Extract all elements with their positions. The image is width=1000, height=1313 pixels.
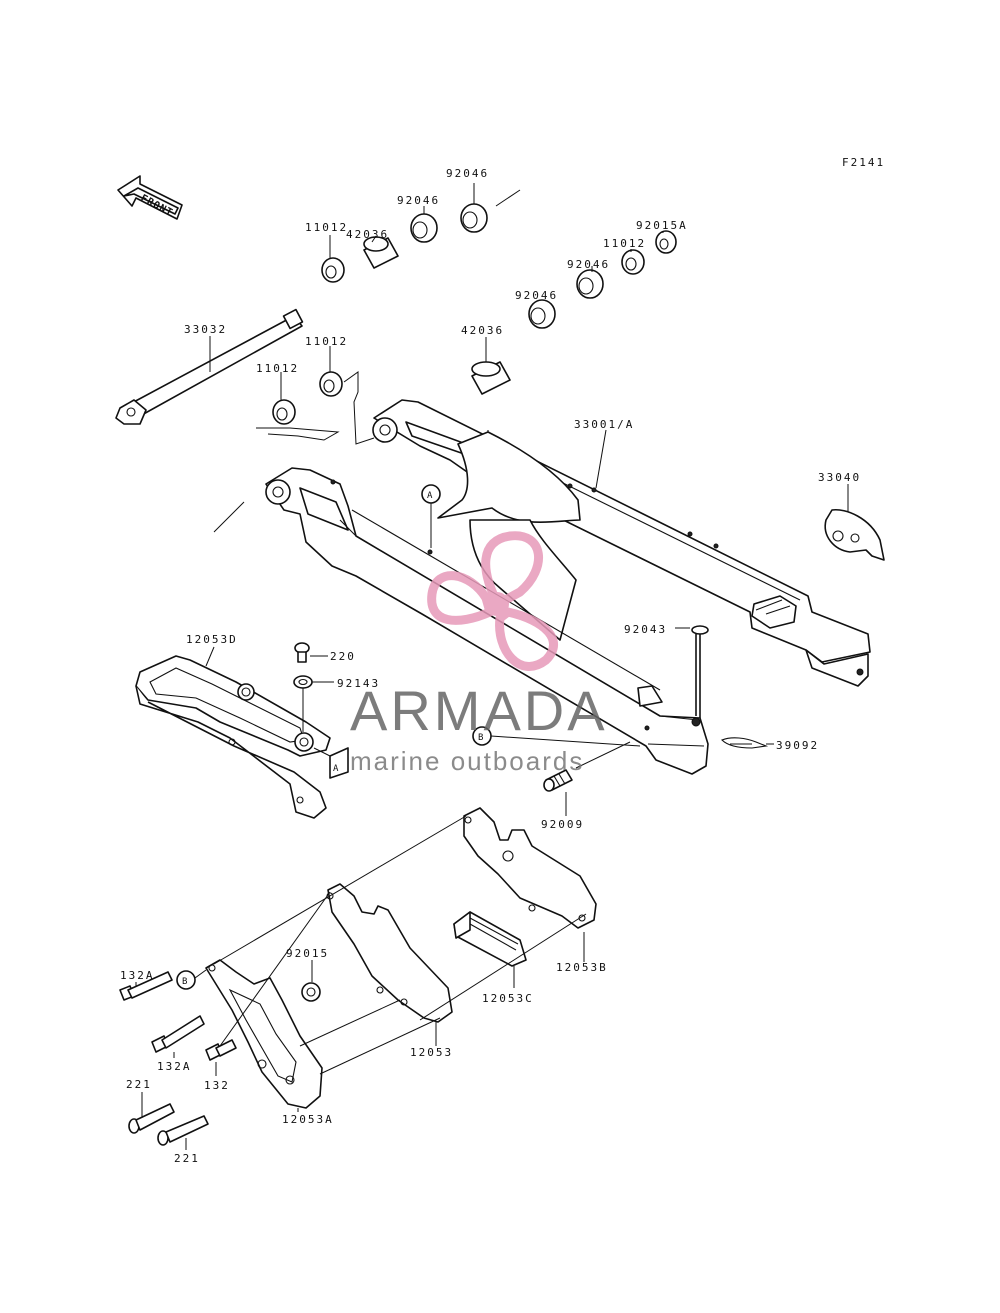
seal-11012-upper	[321, 257, 345, 283]
label-92043: 92043	[624, 623, 667, 636]
label-92046-b: 92046	[397, 194, 440, 207]
bolt-132A-upper	[119, 971, 173, 1001]
label-92046-d: 92046	[515, 289, 558, 302]
pivot-shaft-33032	[115, 308, 304, 425]
label-42036-b: 42036	[461, 324, 504, 337]
wear-block-12053C	[453, 911, 527, 967]
callout-b-upper: B	[472, 726, 641, 747]
collar-92143	[293, 675, 313, 689]
guide-plate-12053A	[205, 959, 323, 1109]
label-92015A: 92015A	[636, 219, 688, 232]
armada-watermark: ARMADA marine outboards	[350, 531, 608, 776]
label-12053D: 12053D	[186, 633, 238, 646]
seal-11012-right	[621, 249, 645, 275]
label-92046-c: 92046	[567, 258, 610, 271]
callout-b-lower: B	[176, 969, 207, 990]
stud-92009	[543, 769, 573, 792]
label-12053B: 12053B	[556, 961, 608, 974]
bearing-92046-right-lower	[528, 299, 556, 329]
label-221-b: 221	[174, 1152, 200, 1165]
bearing-92046-right-upper	[576, 269, 604, 299]
bolt-221-upper	[128, 1103, 175, 1134]
label-132: 132	[204, 1079, 230, 1092]
label-132A-a: 132A	[120, 969, 155, 982]
label-92009: 92009	[541, 818, 584, 831]
label-11012-a: 11012	[305, 221, 348, 234]
clip-39092	[721, 737, 769, 749]
watermark-tagline: marine outboards	[350, 746, 584, 776]
propeller-logo-icon	[427, 531, 558, 671]
label-33040: 33040	[818, 471, 861, 484]
callout-a-lower: A	[313, 747, 349, 779]
label-42036-a: 42036	[346, 228, 389, 241]
pin-92043	[691, 625, 709, 718]
label-92015: 92015	[286, 947, 329, 960]
label-11012-c: 11012	[305, 335, 348, 348]
label-12053: 12053	[410, 1046, 453, 1059]
label-11012-d: 11012	[256, 362, 299, 375]
seal-11012-middle	[319, 371, 343, 397]
label-220: 220	[330, 650, 356, 663]
svg-text:A: A	[333, 764, 339, 774]
bolt-221-lower	[157, 1115, 209, 1146]
svg-text:A: A	[427, 491, 433, 501]
spacer-42036-upper	[363, 236, 399, 269]
label-12053A: 12053A	[282, 1113, 334, 1126]
label-33001A: 33001/A	[574, 418, 634, 431]
watermark-brand: ARMADA	[350, 679, 608, 742]
bearing-92046-second	[410, 213, 438, 243]
diagram-code: F2141	[842, 156, 885, 169]
label-221-a: 221	[126, 1078, 152, 1091]
label-132A-b: 132A	[157, 1060, 192, 1073]
label-92143: 92143	[337, 677, 380, 690]
nut-92015	[301, 982, 321, 1002]
swingarm-33001A	[265, 399, 871, 775]
nut-92015A	[655, 230, 677, 254]
label-33032: 33032	[184, 323, 227, 336]
svg-text:B: B	[182, 977, 187, 987]
chain-slider-12053D	[135, 655, 331, 819]
label-39092: 39092	[776, 739, 819, 752]
label-11012-b: 11012	[603, 237, 646, 250]
label-12053C: 12053C	[482, 992, 534, 1005]
bearing-92046-top	[460, 203, 488, 233]
svg-text:B: B	[478, 733, 483, 743]
spacer-42036-lower	[471, 361, 511, 395]
bolt-220	[294, 642, 310, 663]
front-arrow-icon: FRONT	[117, 175, 183, 220]
bolt-132A-lower	[151, 1015, 205, 1053]
bolt-132	[205, 1039, 237, 1061]
callout-a-upper: A	[421, 484, 441, 548]
chain-adjuster-33040	[824, 508, 885, 561]
seal-11012-left	[272, 399, 296, 425]
guide-plate-12053	[326, 883, 453, 1023]
label-92046-a: 92046	[446, 167, 489, 180]
